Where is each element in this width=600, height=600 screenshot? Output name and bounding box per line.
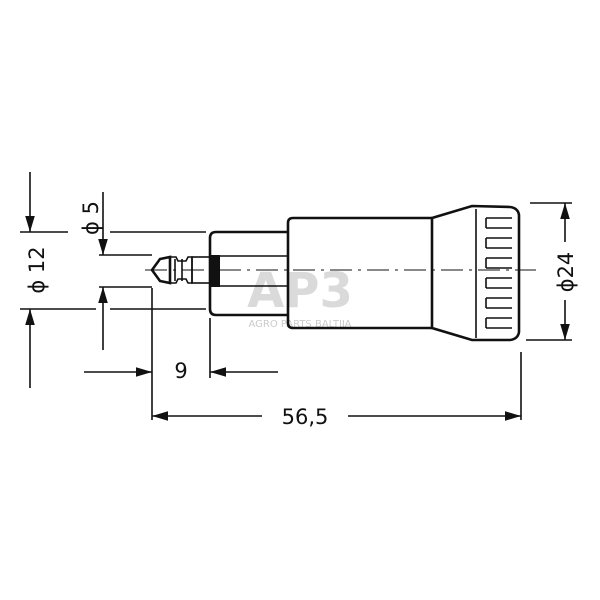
dimension-label-24: ϕ24 bbox=[554, 252, 578, 293]
dimension-label-12: ϕ 12 bbox=[25, 246, 49, 293]
dimension-diameter-24: ϕ24 bbox=[526, 202, 578, 341]
pin-tip bbox=[150, 255, 172, 285]
watermark: AP3 AGRO PARTS BALTIJA bbox=[247, 263, 353, 330]
watermark-tagline: AGRO PARTS BALTIJA bbox=[248, 319, 351, 330]
dimension-diameter-5: ϕ 5 bbox=[79, 192, 206, 350]
dimension-diameter-12: ϕ 12 bbox=[20, 172, 96, 388]
plug-part bbox=[145, 204, 536, 342]
dimension-length-9: 9 bbox=[84, 288, 278, 420]
dimension-label-56-5: 56,5 bbox=[282, 405, 329, 429]
dimension-label-9: 9 bbox=[174, 359, 187, 383]
knurled-cap bbox=[430, 204, 521, 342]
knurling bbox=[485, 217, 512, 329]
watermark-logo: AP3 bbox=[247, 263, 353, 319]
body bbox=[286, 216, 432, 330]
dimension-length-56-5: 56,5 bbox=[152, 352, 522, 429]
dimension-label-5: ϕ 5 bbox=[79, 201, 103, 235]
